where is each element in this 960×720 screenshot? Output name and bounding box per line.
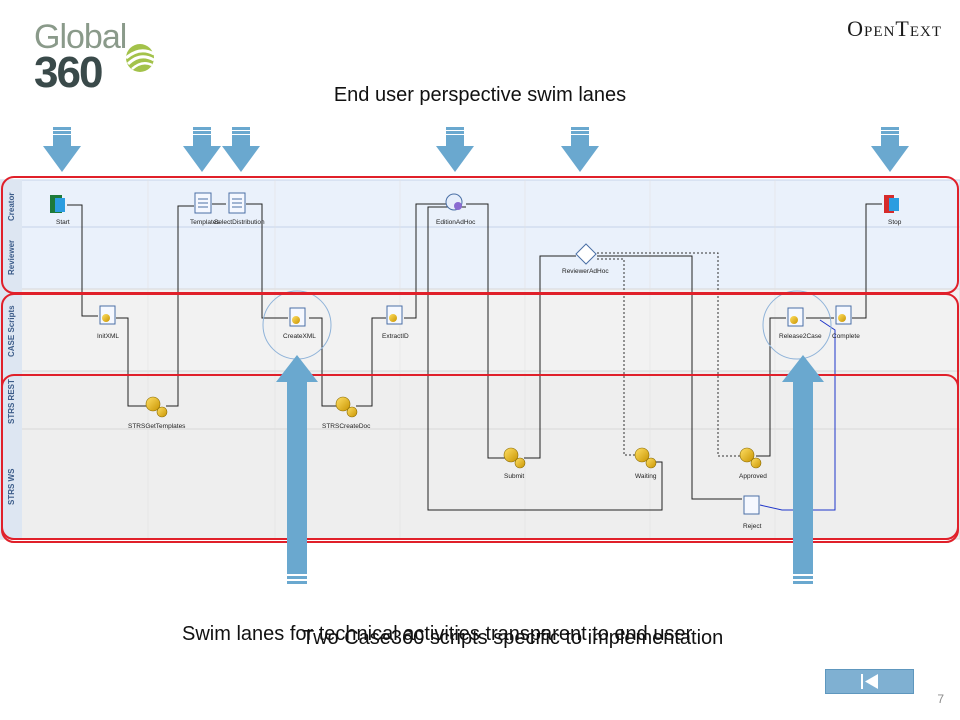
node-templates: Templates xyxy=(190,192,220,226)
node-label-strs-create-doc: STRSCreateDoc xyxy=(322,423,371,430)
lane-reviewer xyxy=(0,226,960,290)
node-label-extract-id: ExtractID xyxy=(382,333,409,340)
caption-case360-scripts: Two Case360 scripts specific to implemen… xyxy=(302,627,724,649)
down-arrow-start xyxy=(43,127,81,172)
node-label-strs-get-templates: STRSGetTemplates xyxy=(128,423,186,430)
page-number: 7 xyxy=(937,692,944,706)
up-arrow-release2case xyxy=(782,355,824,584)
global360-logo: Global 360 xyxy=(34,18,164,97)
node-extract-id: ExtractID xyxy=(382,305,409,340)
lanes: Creator Reviewer CASE Scripts STRS REST … xyxy=(0,179,960,540)
strs-lanes-box xyxy=(1,374,959,540)
node-waiting xyxy=(634,447,657,469)
lane-case-scripts xyxy=(0,288,960,372)
node-edition-adhoc: EditionAdHoc xyxy=(436,193,476,226)
lane-label-creator: Creator xyxy=(7,193,16,221)
node-reviewer-adhoc: ReviewerAdHoc xyxy=(562,243,609,275)
logo-number: 360 xyxy=(34,48,103,97)
lane-label-strs-rest: STRS REST xyxy=(7,379,16,424)
logo-word: Global xyxy=(34,18,127,56)
node-label-templates: Templates xyxy=(190,219,220,226)
swim-lane-diagram: Creator Reviewer CASE Scripts STRS REST … xyxy=(0,127,960,584)
node-release2case: Release2Case xyxy=(779,307,822,340)
node-submit xyxy=(503,447,526,469)
node-select-distribution: SelectDistribution xyxy=(214,192,265,226)
red-highlights xyxy=(1,176,959,543)
node-label-complete: Complete xyxy=(832,333,860,340)
globe-icon xyxy=(125,44,155,72)
node-label-select-distribution: SelectDistribution xyxy=(214,219,265,226)
back-to-start-button[interactable] xyxy=(825,669,914,694)
node-reject: Reject xyxy=(743,495,762,530)
up-arrow-createxml xyxy=(276,355,318,584)
release2case-highlight-circle xyxy=(762,290,832,360)
node-stop: Stop xyxy=(884,195,902,226)
node-label-reviewer-adhoc: ReviewerAdHoc xyxy=(562,268,609,275)
node-start: Start xyxy=(50,195,70,226)
lane-strs-ws xyxy=(0,428,960,540)
node-label-reject: Reject xyxy=(743,523,762,530)
node-label-stop: Stop xyxy=(888,219,902,226)
down-arrow-stop xyxy=(871,127,909,172)
slide-title: End user perspective swim lanes xyxy=(333,84,627,106)
node-label-start: Start xyxy=(56,219,70,226)
skip-back-icon xyxy=(861,674,878,689)
node-complete: Complete xyxy=(832,305,860,340)
down-arrow-edition-adhoc xyxy=(436,127,474,172)
up-arrows xyxy=(276,355,824,584)
opentext-logo: OpenText xyxy=(847,16,942,41)
node-label-waiting: Waiting xyxy=(635,473,657,480)
down-arrow-templates xyxy=(183,127,221,172)
connectors xyxy=(67,203,882,511)
node-label-init-xml: InitXML xyxy=(97,333,119,340)
down-arrow-reviewer-adhoc xyxy=(561,127,599,172)
lane-label-case-scripts: CASE Scripts xyxy=(7,305,16,357)
down-arrows xyxy=(43,127,909,172)
dashed-connectors xyxy=(597,252,740,457)
lane-header-strip xyxy=(0,180,22,539)
node-label-edition-adhoc: EditionAdHoc xyxy=(436,219,476,226)
node-strs-create-doc xyxy=(335,396,358,418)
lane-label-reviewer: Reviewer xyxy=(7,240,16,275)
node-approved xyxy=(739,447,762,469)
node-label-create-xml: CreateXML xyxy=(283,333,316,340)
node-label-approved: Approved xyxy=(739,473,767,480)
lane-label-strs-ws: STRS WS xyxy=(7,468,16,505)
caption-technical-lanes: Swim lanes for technical activities tran… xyxy=(182,623,693,645)
node-create-xml: CreateXML xyxy=(283,307,316,340)
node-strs-get-templates xyxy=(145,396,168,418)
node-init-xml: InitXML xyxy=(97,305,119,340)
node-label-release2case: Release2Case xyxy=(779,333,822,340)
node-label-submit: Submit xyxy=(504,473,524,480)
down-arrow-select-distribution xyxy=(222,127,260,172)
blue-connector xyxy=(759,319,836,511)
